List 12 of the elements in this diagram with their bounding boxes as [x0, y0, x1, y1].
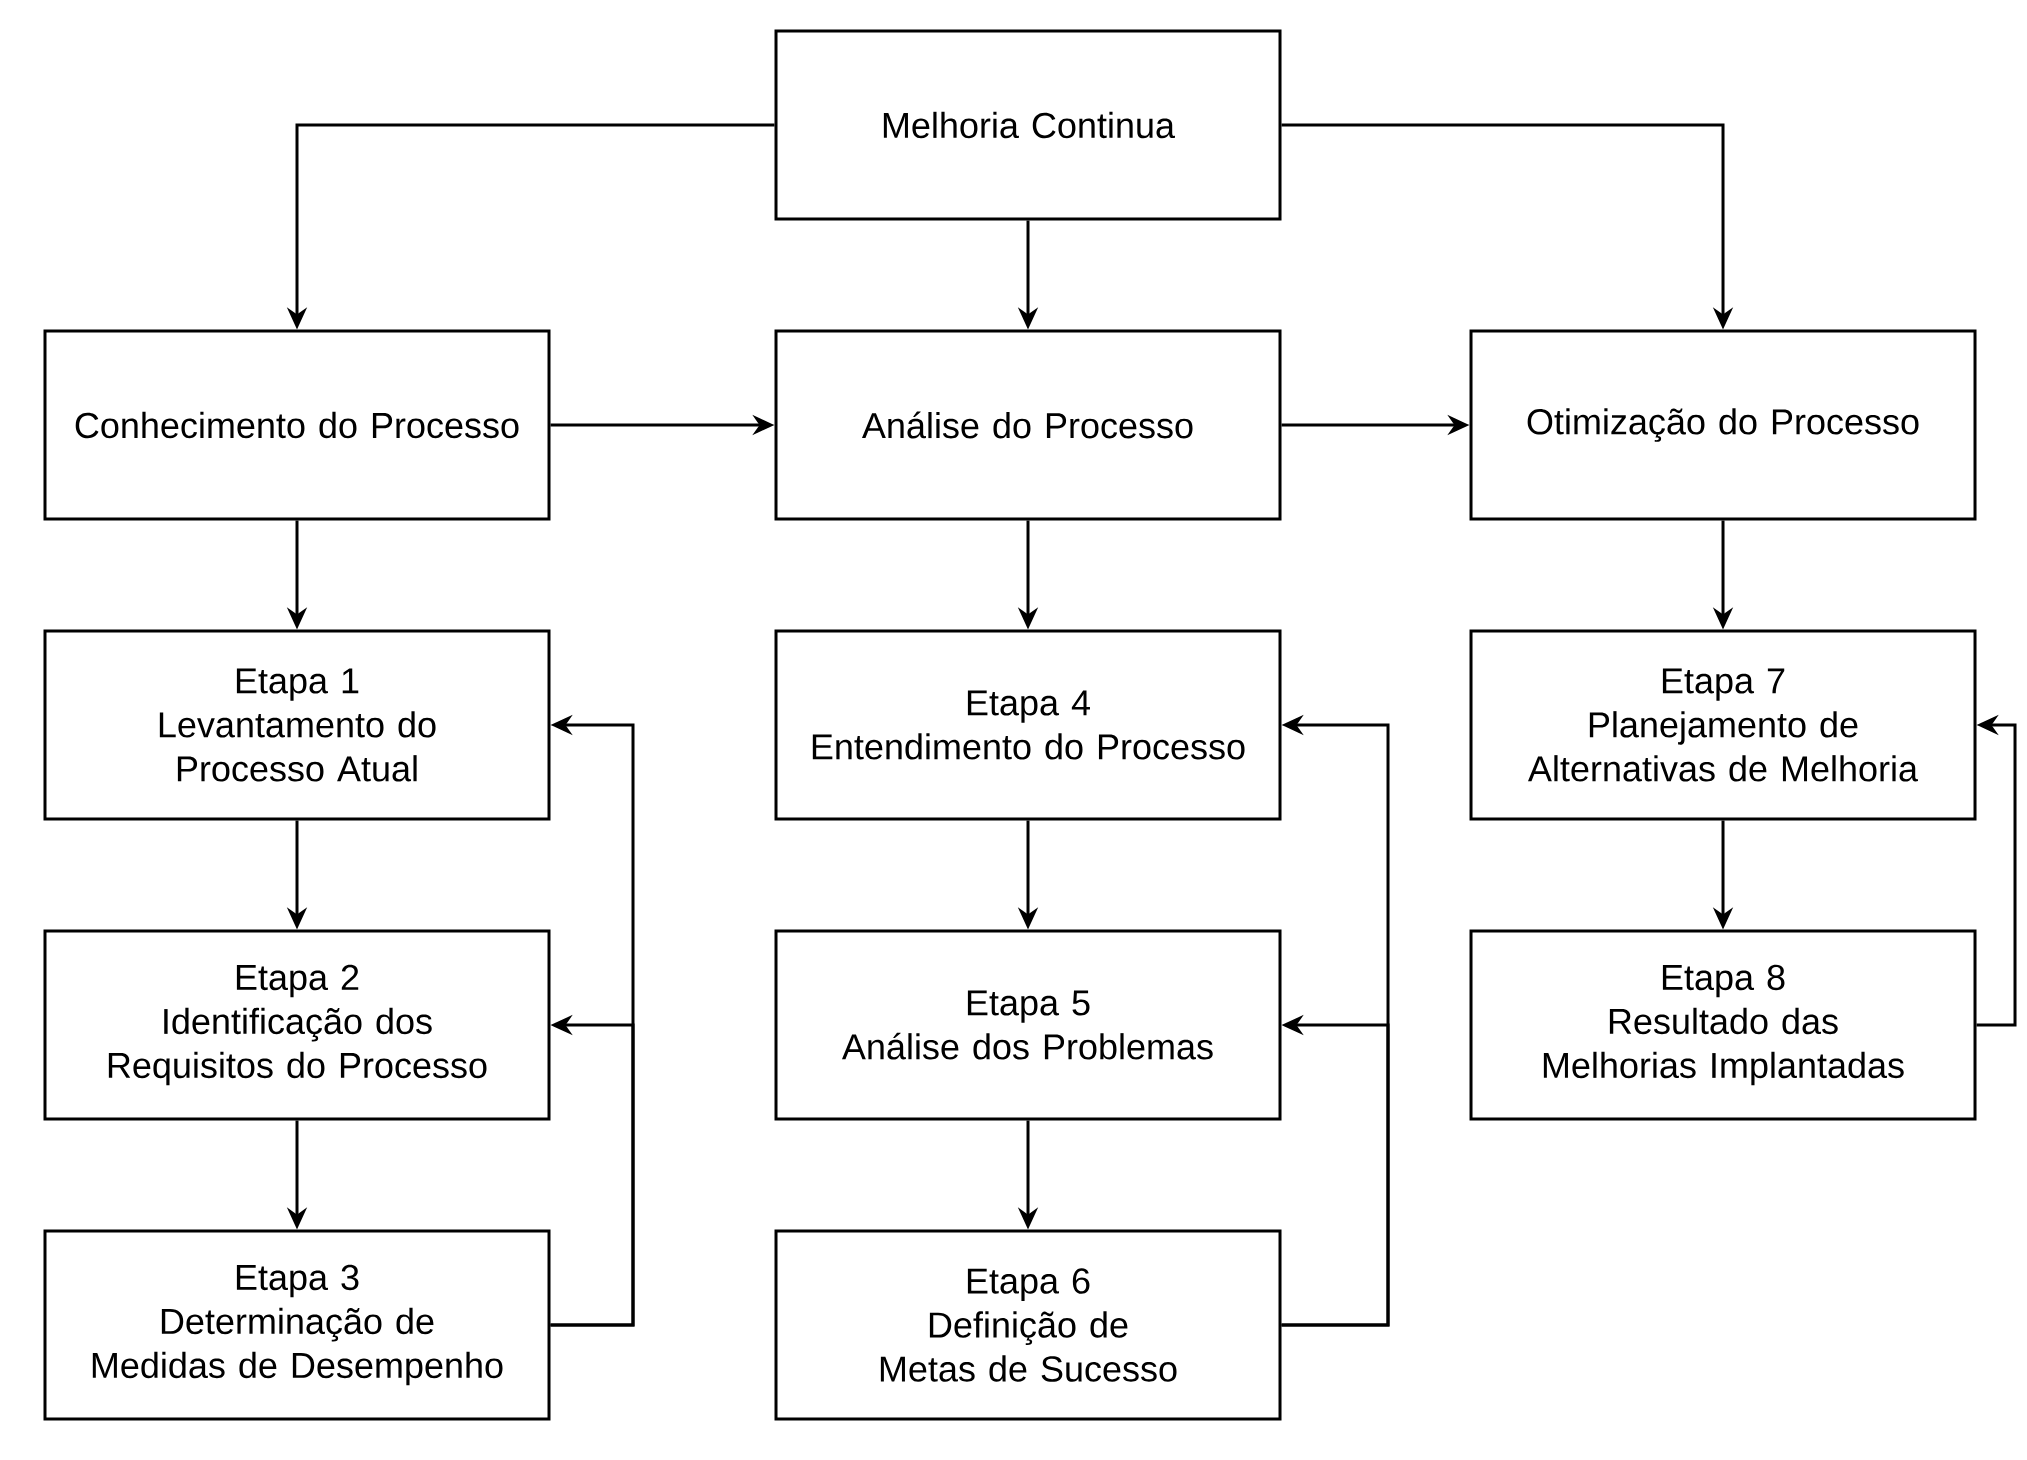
process-box: Etapa 3 Determinação de Medidas de Desempenho	[43, 1229, 551, 1421]
process-box: Etapa 1 Levantamento do Processo Atual	[43, 629, 551, 821]
process-box: Análise do Processo	[774, 329, 1282, 521]
process-box: Etapa 5 Análise dos Problemas	[774, 929, 1282, 1121]
process-box: Etapa 7 Planejamento de Alternativas de Melhoria	[1469, 629, 1977, 821]
process-box: Etapa 2 Identificação dos Requisitos do Processo	[43, 929, 551, 1121]
process-box: Etapa 8 Resultado das Melhorias Implantadas	[1469, 929, 1977, 1121]
process-box: Etapa 6 Definição de Metas de Sucesso	[774, 1229, 1282, 1421]
process-box: Otimização do Processo	[1469, 329, 1977, 521]
process-box: Melhoria Continua	[774, 29, 1282, 221]
process-box: Etapa 4 Entendimento do Processo	[774, 629, 1282, 821]
process-box: Conhecimento do Processo	[43, 329, 551, 521]
